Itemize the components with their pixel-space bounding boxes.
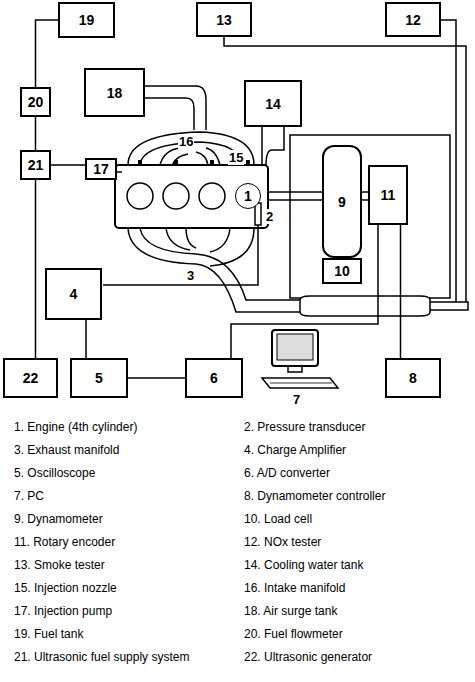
callout-number: 3 [186, 268, 195, 283]
cooling-tank-box: 14 [244, 80, 302, 127]
cylinder [199, 183, 225, 209]
charge-amplifier-box: 4 [45, 268, 102, 320]
legend-note: 12. NOx tester [244, 535, 321, 549]
legend-note: 1. Engine (4th cylinder) [14, 420, 137, 434]
callout-number: 5 [95, 370, 103, 386]
signal-wire [103, 225, 258, 285]
callout-number: 6 [210, 370, 218, 386]
legend-note: 6. A/D converter [244, 466, 330, 480]
callout-number: 16 [178, 134, 194, 149]
rotary-encoder-box: 11 [368, 165, 408, 225]
nox-sampling-line [441, 20, 456, 302]
callout-number: 11 [381, 187, 396, 203]
ultrasonic-supply-box: 21 [20, 150, 51, 180]
legend-note: 3. Exhaust manifold [14, 443, 119, 457]
legend-note: 10. Load cell [244, 512, 312, 526]
legend-note: 4. Charge Amplifier [244, 443, 346, 457]
legend-note: 8. Dynamometer controller [244, 489, 385, 503]
callout-number: 12 [405, 12, 421, 28]
signal-line [36, 20, 59, 87]
callout-number: 10 [334, 263, 350, 279]
legend-note: 15. Injection nozzle [14, 581, 117, 595]
callout-number: 15 [228, 150, 244, 165]
cooling-water-line [262, 127, 284, 165]
callout-number: 21 [28, 157, 44, 173]
dynamometer-controller-box: 8 [385, 358, 441, 398]
ad-converter-box: 6 [185, 358, 243, 398]
legend-note: 16. Intake manifold [244, 581, 345, 595]
engine-block [115, 165, 268, 228]
callout-number: 7 [292, 392, 301, 407]
signal-line [35, 180, 37, 358]
callout-number: 13 [216, 12, 232, 28]
legend-note: 9. Dynamometer [14, 512, 103, 526]
exhaust-muffler [300, 296, 468, 316]
nox-tester-box: 12 [385, 2, 441, 37]
dynamometer-housing [290, 135, 450, 298]
ultrasonic-generator-box: 22 [3, 358, 58, 398]
legend-note: 14. Cooling water tank [244, 558, 363, 572]
smoke-tester-box: 13 [196, 2, 252, 37]
callout-number: 8 [409, 370, 417, 386]
legend-note: 18. Air surge tank [244, 604, 337, 618]
signal-line [85, 320, 87, 358]
legend-note: 7. PC [14, 489, 44, 503]
cylinder [163, 183, 189, 209]
fuel-line [117, 171, 122, 173]
pc-icon [262, 330, 338, 388]
smoke-sampling-line [224, 37, 466, 302]
exhaust-manifold [128, 228, 300, 312]
callout-number: 4 [70, 286, 78, 302]
legend-note: 13. Smoke tester [14, 558, 105, 572]
legend-note: 5. Oscilloscope [14, 466, 95, 480]
legend-note: 19. Fuel tank [14, 627, 83, 641]
signal-line [51, 164, 85, 166]
cylinder [127, 183, 153, 209]
air-surge-tank-box: 18 [84, 68, 145, 117]
legend-note: 11. Rotary encoder [14, 535, 115, 549]
oscilloscope-box: 5 [70, 358, 128, 398]
callout-number: 20 [28, 94, 44, 110]
intake-manifold [128, 86, 254, 165]
callout-number: 14 [265, 96, 281, 112]
fuel-tank-box: 19 [58, 2, 115, 38]
signal-line [128, 377, 185, 379]
legend-note: 20. Fuel flowmeter [244, 627, 343, 641]
injection-pump-box: 17 [85, 158, 117, 180]
signal-line [400, 225, 402, 358]
legend-note: 17. Injection pump [14, 604, 112, 618]
callout-number: 9 [338, 194, 346, 210]
signal-line [35, 117, 37, 150]
dynamometer-box: 9 [322, 145, 362, 258]
legend-note: 2. Pressure transducer [244, 420, 365, 434]
legend-note: 21. Ultrasonic fuel supply system [14, 650, 189, 664]
callout-number: 17 [93, 161, 109, 177]
callout-number: 22 [23, 370, 39, 386]
legend-note: 22. Ultrasonic generator [244, 650, 372, 664]
load-cell-box: 10 [322, 258, 362, 284]
cylinder-circle: 1 [235, 183, 261, 209]
callout-number: 1 [244, 188, 252, 204]
flowmeter-box: 20 [20, 87, 51, 117]
callout-number: 18 [107, 85, 123, 101]
callout-number: 19 [79, 12, 95, 28]
callout-number: 2 [265, 209, 274, 224]
